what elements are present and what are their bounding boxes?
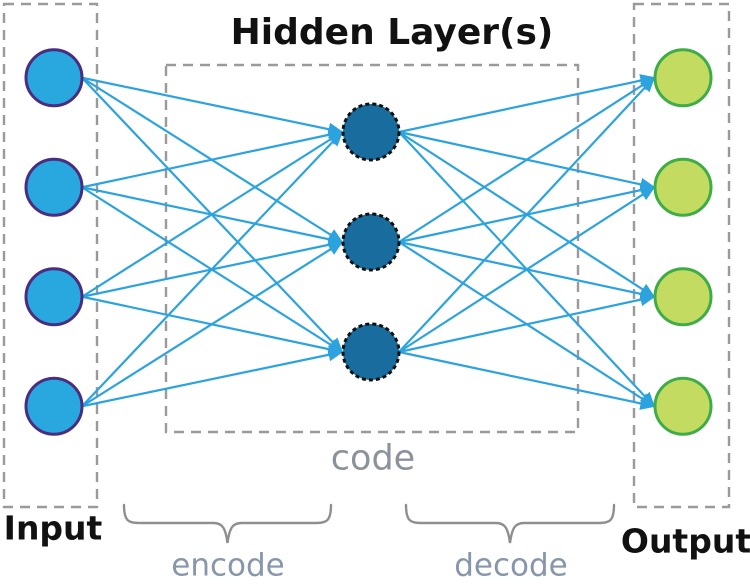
edge-input-to-hidden [81,76,344,136]
input-node [24,48,84,108]
edge-hidden-to-output [398,293,656,354]
hidden-layer-title: Hidden Layer(s) [230,12,554,53]
input-node [24,267,84,327]
output-node [653,376,713,436]
encode-brace [122,503,333,544]
input-node [24,376,84,436]
encode-label: encode [171,547,285,584]
hidden-node [341,322,401,382]
code-label: code [330,438,416,479]
edge-input-to-hidden [81,131,344,298]
edge-input-to-hidden [81,128,344,189]
output-label: Output [620,521,750,561]
output-node [653,48,713,108]
hidden-node [341,212,401,272]
edge-hidden-to-output [398,186,656,353]
decode-label: decode [454,547,568,584]
output-layer-box [632,2,731,509]
input-node [24,157,84,217]
hidden-node [341,102,401,162]
output-node [653,267,713,327]
input-label: Input [3,508,103,548]
edge-hidden-to-output [398,350,656,410]
edge-input-to-hidden [81,241,344,408]
edge-hidden-to-output [398,76,656,243]
output-node [653,157,713,217]
input-layer-box [2,2,99,509]
edge-hidden-to-output [398,76,656,353]
edge-input-to-hidden [81,348,344,408]
edge-input-to-hidden [81,130,344,408]
edge-hidden-to-output [398,74,656,134]
decode-brace [404,503,616,544]
